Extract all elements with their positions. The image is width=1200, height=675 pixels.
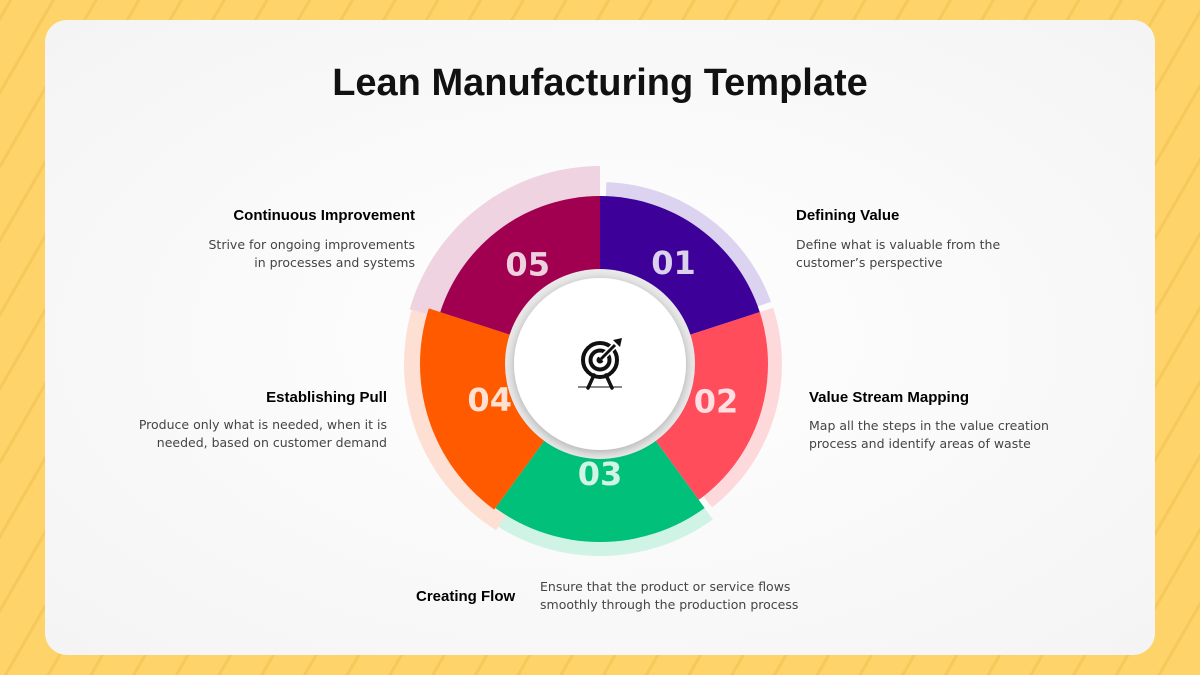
- segment-01-number: 01: [651, 244, 696, 282]
- step-02-description: Map all the steps in the value creation …: [809, 418, 1049, 451]
- step-05-heading: Continuous Improvement: [233, 207, 415, 224]
- step-05-description: Strive for ongoing improvements in proce…: [208, 237, 415, 270]
- segment-05-number: 05: [505, 246, 550, 284]
- step-01-heading: Defining Value: [796, 207, 900, 224]
- step-04-heading: Establishing Pull: [266, 389, 387, 406]
- segment-04-number: 04: [467, 381, 512, 419]
- step-03-description: Ensure that the product or service flows…: [540, 579, 799, 612]
- step-03-heading: Creating Flow: [416, 588, 516, 605]
- segment-02-number: 02: [694, 383, 739, 421]
- center-circle: [514, 278, 686, 450]
- segment-03-number: 03: [578, 455, 623, 493]
- step-01-description: Define what is valuable from the custome…: [796, 237, 1001, 270]
- page-title: Lean Manufacturing Template: [332, 62, 868, 104]
- step-02-heading: Value Stream Mapping: [809, 389, 970, 406]
- step-04-description: Produce only what is needed, when it is …: [138, 417, 387, 450]
- target-archery-icon: [578, 338, 622, 390]
